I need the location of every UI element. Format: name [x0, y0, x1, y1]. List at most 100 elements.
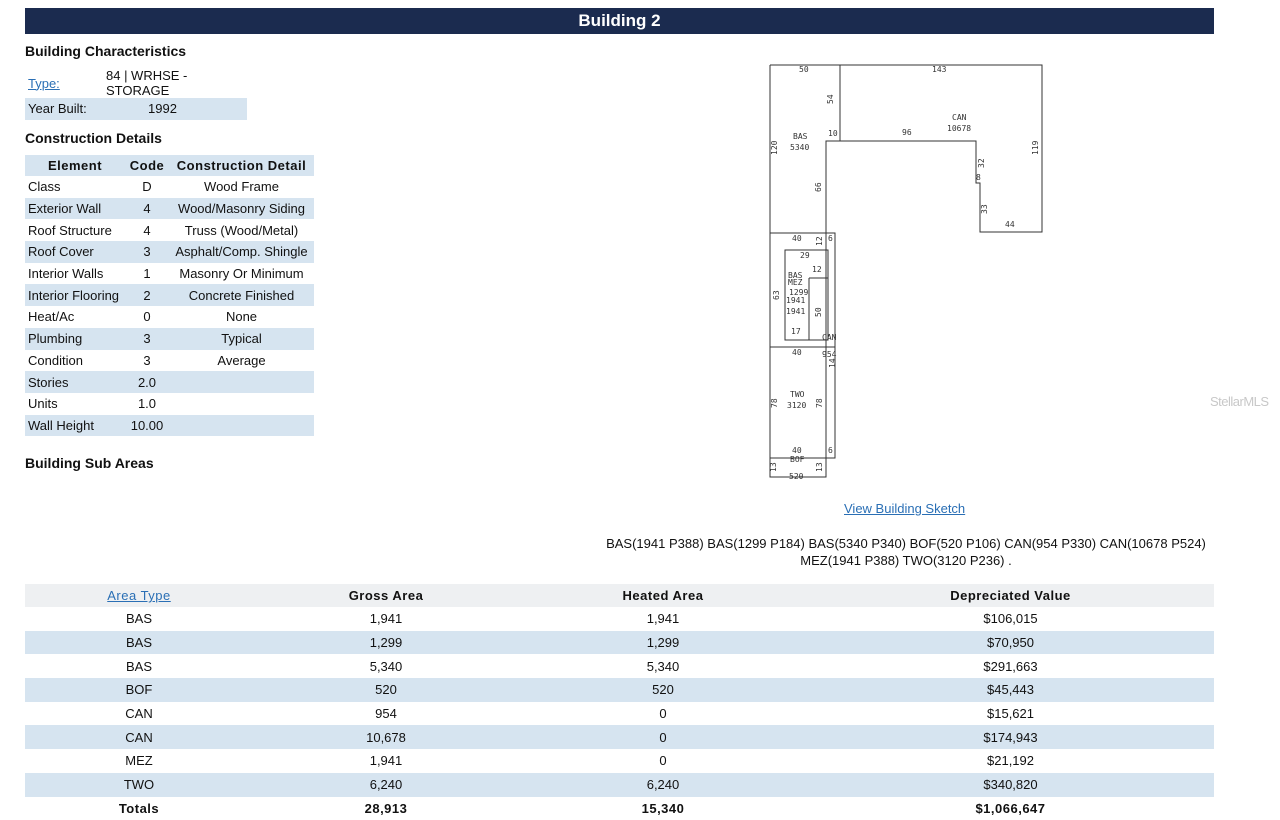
sketch-dim-label: 17	[791, 327, 801, 336]
col-construction-detail: Construction Detail	[169, 155, 314, 176]
sketch-dim-label: 78	[815, 398, 824, 408]
sketch-dim-label: 6	[828, 446, 833, 455]
sketch-area-label: 520	[789, 472, 804, 481]
gross-area-cell: 1,941	[253, 607, 519, 631]
heated-area-cell: 0	[519, 702, 807, 726]
sketch-area-label: CAN	[822, 333, 837, 342]
depreciated-value-cell: $21,192	[807, 749, 1214, 773]
construction-header-row: Element Code Construction Detail	[25, 155, 314, 176]
sketch-area-label: 1941	[786, 296, 805, 305]
type-link[interactable]: Type:	[25, 68, 103, 98]
sketch-dim-label: 50	[799, 65, 809, 74]
code-cell: 3	[125, 241, 169, 263]
sketch-dim-label: 13	[815, 462, 824, 472]
col-area-type-link[interactable]: Area Type	[25, 584, 253, 607]
col-code: Code	[125, 155, 169, 176]
element-cell: Interior Flooring	[25, 284, 125, 306]
element-cell: Plumbing	[25, 328, 125, 350]
sketch-dim-label: 12	[815, 236, 824, 246]
depreciated-value-cell: $45,443	[807, 678, 1214, 702]
sub-areas-header-row: Area Type Gross Area Heated Area Depreci…	[25, 584, 1214, 607]
view-building-sketch-link[interactable]: View Building Sketch	[844, 501, 965, 516]
detail-cell: Average	[169, 350, 314, 372]
sketch-area-label: MEZ	[788, 278, 803, 287]
sketch-dim-label: 63	[772, 290, 781, 300]
building-sketch: 50 143 54 10 96 CAN 10678 119 120 BAS 53…	[750, 58, 1060, 483]
sketch-dim-label: 54	[826, 94, 835, 104]
detail-cell: None	[169, 306, 314, 328]
building-sub-areas-heading: Building Sub Areas	[25, 455, 154, 471]
code-cell: 1	[125, 263, 169, 285]
sketch-dim-label: 143	[932, 65, 947, 74]
area-type-cell: BAS	[25, 631, 253, 655]
sketch-outline-main	[770, 65, 1042, 233]
code-cell: 0	[125, 306, 169, 328]
sketch-dim-label: 33	[980, 204, 989, 214]
sketch-dim-label: 40	[792, 446, 802, 455]
area-type-cell: TWO	[25, 773, 253, 797]
heated-area-cell: 0	[519, 749, 807, 773]
sketch-dim-label: 66	[814, 182, 823, 192]
area-type-cell: BAS	[25, 607, 253, 631]
depreciated-value-cell: $340,820	[807, 773, 1214, 797]
year-built-value: 1992	[103, 98, 247, 120]
gross-area-cell: 954	[253, 702, 519, 726]
element-cell: Roof Cover	[25, 241, 125, 263]
code-cell: 3	[125, 350, 169, 372]
depreciated-value-cell: $15,621	[807, 702, 1214, 726]
code-cell: 1.0	[125, 393, 169, 415]
year-built-row: Year Built: 1992	[25, 98, 247, 120]
detail-cell: Masonry Or Minimum	[169, 263, 314, 285]
element-cell: Heat/Ac	[25, 306, 125, 328]
heated-area-cell: 0	[519, 725, 807, 749]
sketch-dim-label: 78	[770, 398, 779, 408]
detail-cell: Asphalt/Comp. Shingle	[169, 241, 314, 263]
detail-cell: Truss (Wood/Metal)	[169, 219, 314, 241]
sketch-area-label: 954	[822, 350, 837, 359]
type-value: 84 | WRHSE - STORAGE	[103, 68, 247, 98]
total-heated-area: 15,340	[519, 797, 807, 820]
area-type-cell: BAS	[25, 654, 253, 678]
area-type-cell: CAN	[25, 725, 253, 749]
element-cell: Class	[25, 176, 125, 198]
detail-cell: Typical	[169, 328, 314, 350]
heated-area-cell: 6,240	[519, 773, 807, 797]
sub-areas-table: Area Type Gross Area Heated Area Depreci…	[25, 584, 1214, 820]
totals-label: Totals	[25, 797, 253, 820]
sketch-dim-label: 6	[828, 234, 833, 243]
col-gross-area: Gross Area	[253, 584, 519, 607]
depreciated-value-cell: $174,943	[807, 725, 1214, 749]
code-cell: 2	[125, 284, 169, 306]
gross-area-cell: 1,299	[253, 631, 519, 655]
detail-cell	[169, 371, 314, 393]
building-characteristics-heading: Building Characteristics	[25, 43, 186, 59]
sketch-dim-label: 119	[1031, 140, 1040, 155]
detail-cell	[169, 415, 314, 437]
depreciated-value-cell: $291,663	[807, 654, 1214, 678]
detail-cell	[169, 393, 314, 415]
sketch-area-label: BOF	[790, 455, 805, 464]
code-cell: D	[125, 176, 169, 198]
sketch-dim-label: 96	[902, 128, 912, 137]
sketch-area-label: BAS	[793, 132, 808, 141]
sketch-area-label: CAN	[952, 113, 967, 122]
heated-area-cell: 1,299	[519, 631, 807, 655]
watermark-logo: StellarMLS	[1210, 394, 1269, 409]
depreciated-value-cell: $70,950	[807, 631, 1214, 655]
area-type-cell: MEZ	[25, 749, 253, 773]
gross-area-cell: 520	[253, 678, 519, 702]
type-row: Type: 84 | WRHSE - STORAGE	[25, 68, 247, 98]
total-depreciated-value: $1,066,647	[807, 797, 1214, 820]
